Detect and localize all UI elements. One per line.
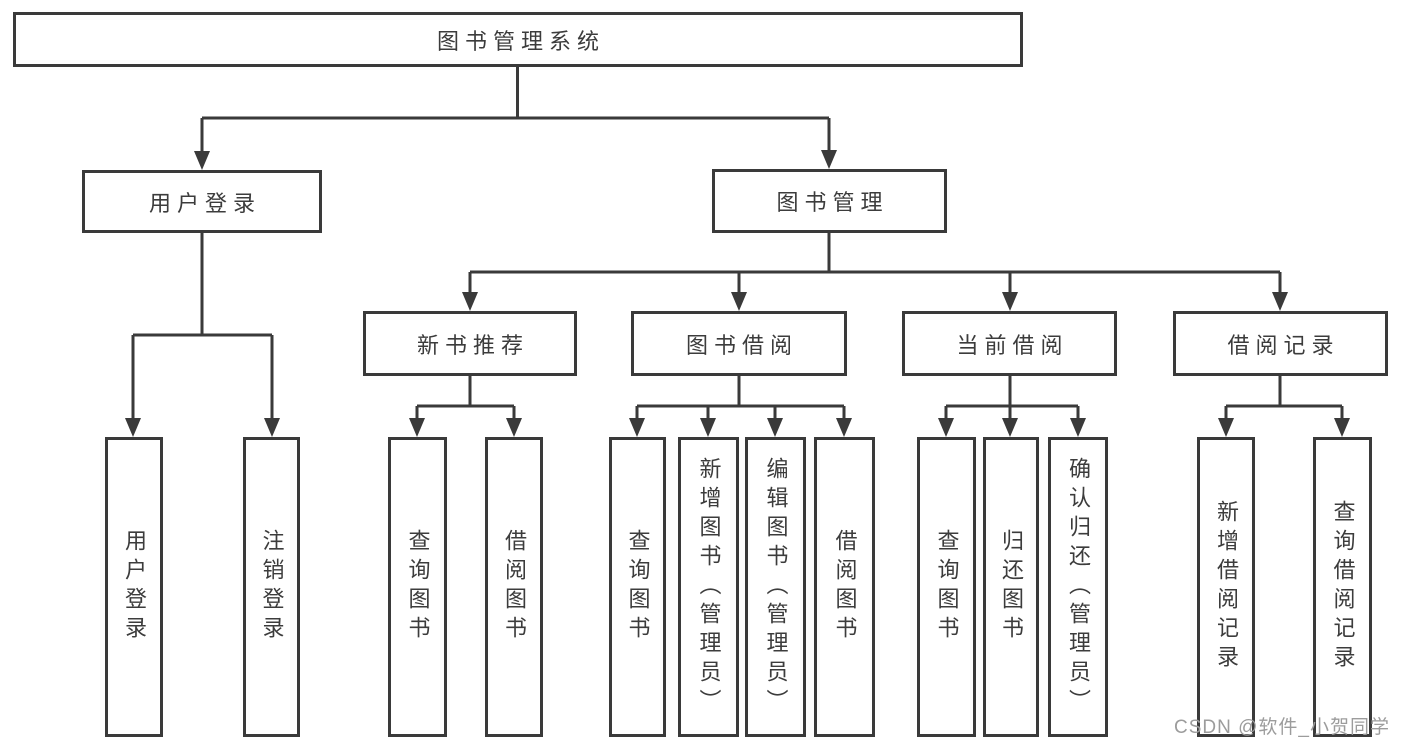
leaf-edit-book-admin: 编辑图书（管理员） — [745, 437, 806, 737]
leaf-add-book-admin: 新增图书（管理员） — [678, 437, 739, 737]
node-user-login: 用户登录 — [82, 170, 322, 233]
leaf-query-borrow-record: 查询借阅记录 — [1313, 437, 1372, 737]
connector-current-borrow-to-leaves — [944, 376, 1080, 422]
leaf-user-login: 用户登录 — [105, 437, 163, 737]
node-book-mgmt: 图书管理 — [712, 169, 947, 233]
node-borrow-record: 借阅记录 — [1173, 311, 1388, 376]
node-new-book-rec: 新书推荐 — [363, 311, 577, 376]
connector-book-borrow-to-leaves — [635, 376, 846, 422]
arrowheads-new-book-rec-leaves — [409, 418, 522, 437]
node-root: 图书管理系统 — [13, 12, 1023, 67]
arrowheads-level2 — [194, 150, 837, 170]
csdn-watermark: CSDN @软件_小贺同学 — [1174, 717, 1390, 738]
connector-user-login-to-leaves — [131, 233, 274, 422]
leaf-confirm-return-admin: 确认归还（管理员） — [1048, 437, 1108, 737]
arrowheads-level3 — [462, 292, 1288, 311]
leaf-logout: 注销登录 — [243, 437, 300, 737]
connector-borrow-record-to-leaves — [1224, 376, 1344, 422]
leaf-query-book-borrow: 查询图书 — [609, 437, 666, 737]
node-current-borrow: 当前借阅 — [902, 311, 1117, 376]
connector-book-mgmt-to-level3 — [468, 233, 1282, 295]
arrowheads-current-borrow-leaves — [938, 418, 1086, 437]
leaf-borrow-book-rec: 借阅图书 — [485, 437, 543, 737]
arrowheads-book-borrow-leaves — [629, 418, 852, 437]
connector-root-to-level2 — [200, 67, 831, 154]
leaf-return-book: 归还图书 — [983, 437, 1039, 737]
arrowheads-user-login-leaves — [125, 418, 280, 437]
leaf-borrow-book-borrow: 借阅图书 — [814, 437, 875, 737]
node-book-borrow: 图书借阅 — [631, 311, 847, 376]
connector-new-book-rec-to-leaves — [415, 376, 516, 422]
arrowheads-borrow-record-leaves — [1218, 418, 1350, 437]
leaf-query-book-rec: 查询图书 — [388, 437, 447, 737]
leaf-query-book-current: 查询图书 — [917, 437, 976, 737]
leaf-add-borrow-record: 新增借阅记录 — [1197, 437, 1255, 737]
